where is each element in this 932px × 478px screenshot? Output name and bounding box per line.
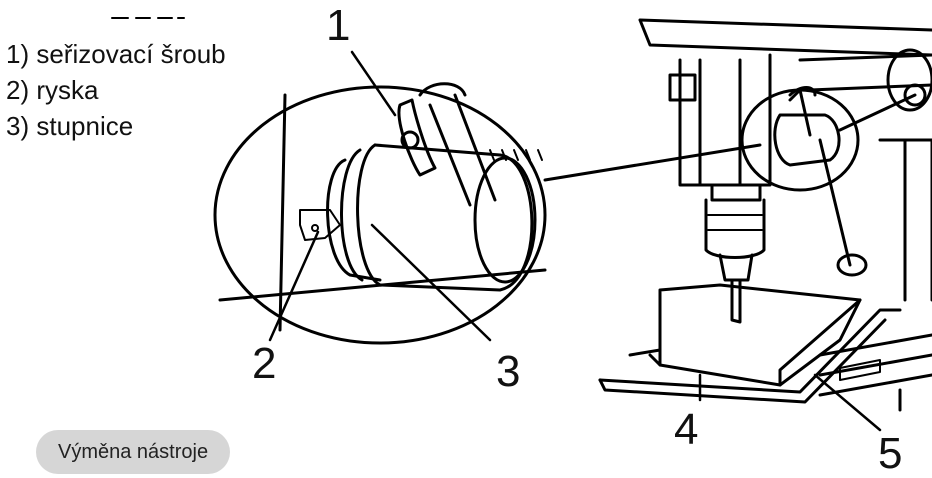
legend-item-adjusting-screw: 1) seřizovací šroub (6, 39, 226, 69)
callout-2: 2 (252, 339, 277, 388)
drill-press (598, 18, 932, 412)
callout-3: 3 (496, 347, 521, 396)
detail-magnifier (213, 82, 547, 345)
caption-pill[interactable]: Výměna nástroje (36, 430, 231, 474)
legend-item-marker: 2) ryska (6, 75, 99, 105)
legend: 1) seřizovací šroub 2) ryska 3) stupnice (6, 36, 226, 144)
callout-4: 4 (674, 405, 699, 454)
legend-item-scale: 3) stupnice (6, 111, 134, 141)
callout-5: 5 (878, 429, 903, 478)
callout-1: 1 (326, 1, 351, 50)
